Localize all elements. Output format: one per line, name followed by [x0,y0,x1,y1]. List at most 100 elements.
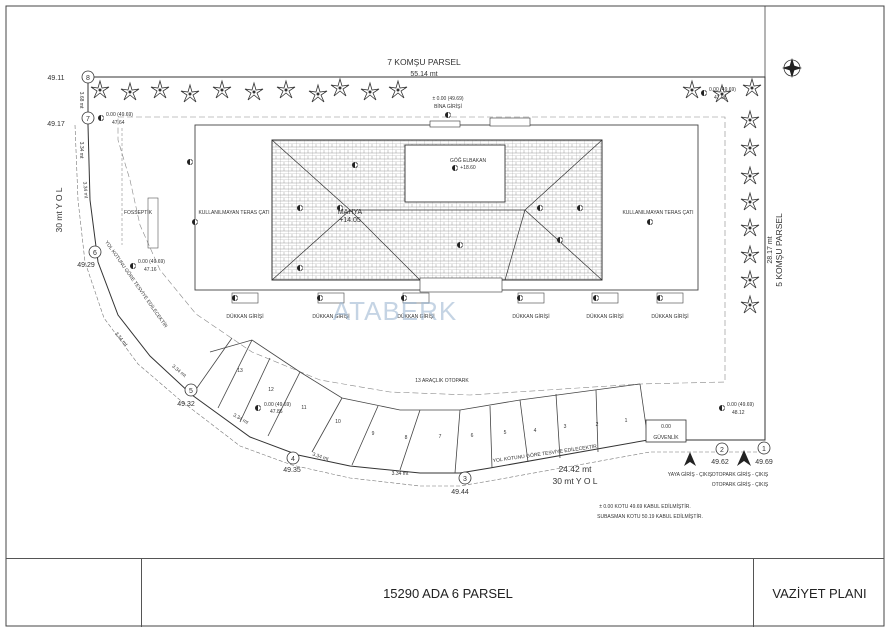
stall-7: 7 [439,434,442,440]
stall-13: 13 [237,368,243,374]
sheet-frame [5,5,885,627]
stall-4: 4 [534,428,537,434]
corner-markers [81,70,771,485]
car-entry-sublabel: OTOPARK GİRİŞ - ÇIKIŞ [712,481,769,488]
seg-43b: 3.34 mt [311,452,329,463]
shop-label-3: DÜKKAN GİRİŞİ [397,313,434,320]
corner-4: 4 [291,456,295,463]
north-arrow-icon [782,58,802,78]
shop-label-2: DÜKKAN GİRİŞİ [312,313,349,320]
note-line-1: ± 0.00 KOTU 49.69 KABUL EDİLMİŞTİR. [599,503,690,510]
level-nw: 0.00 (49.69) [106,112,133,118]
stall-6: 6 [471,433,474,439]
stall-5: 5 [504,430,507,436]
corner-6-elev: 49.29 [77,262,95,269]
seg-76b: 3.34 mt [81,181,88,199]
shop-label-5: DÜKKAN GİRİŞİ [586,313,623,320]
north-length: 55.14 mt [410,71,437,78]
level-sw-sub: 47.86 [270,409,283,415]
septic-label: FOSSEPTİK [124,209,153,216]
entrance-canopy [429,120,461,128]
central-void [404,144,506,203]
corner-1: 1 [762,446,766,453]
corner-8: 8 [86,75,90,82]
stall-12: 12 [268,387,274,393]
stall-9: 9 [372,431,375,437]
seg-65: 3.34 mt [113,331,129,348]
corner-2: 2 [720,447,724,454]
stall-1: 1 [625,418,628,424]
void-elev: +18.60 [460,165,476,171]
level-sw: 0.00 (49.69) [264,402,291,408]
south-length: 24.42 mt [558,464,592,474]
terrace-right-label: KULLANILMAYAN TERAS ÇATI [622,210,693,216]
terrace-left-label: KULLANILMAYAN TERAS ÇATI [198,210,269,216]
east-neighbor-label: 5 KOMŞU PARSEL [774,213,784,287]
car-entry-label: OTOPARK GİRİŞ - ÇIKIŞ [712,471,769,478]
level-w-sub: 47.16 [144,267,157,273]
watermark: ATABERK [333,296,458,326]
level-nw-sub: 47.64 [112,120,125,126]
level-ne-sub: 47.96 [714,95,727,101]
level-w: 0.00 (49.69) [138,259,165,265]
note-line-2: SUBASMAN KOTU 50.19 KABUL EDİLMİŞTİR. [597,513,703,520]
south-road-label: 30 mt Y O L [552,476,597,486]
west-road-note: YOL KOTUNU GÖRE TESVİYE EDİLECEKTİR [103,239,169,329]
sheet-title: VAZİYET PLANI [753,559,885,627]
title-block-logo-cell [6,559,141,627]
stall-2: 2 [596,422,599,428]
shop-label-1: DÜKKAN GİRİŞİ [226,313,263,320]
stall-8: 8 [405,435,408,441]
corner-8-elev: 49.11 [48,75,65,82]
pedestrian-label: YAYA GİRİŞ - ÇIKIŞ [668,471,713,478]
roof-elev: +14.05 [339,217,361,224]
level-se: 0.00 (49.69) [727,402,754,408]
septic-tank [147,197,159,249]
rear-steps [419,277,503,293]
entrance-elev: ± 0.00 (49.69) [432,96,463,102]
tree-row-east [740,110,760,314]
north-neighbor-label: 7 KOMŞU PARSEL [387,57,461,67]
corner-4-elev: 49.35 [283,467,301,474]
shop-label-6: DÜKKAN GİRİŞİ [651,313,688,320]
entrance-ramp [489,117,531,127]
corner-1-elev: 49.69 [755,459,773,466]
tree-row-north [90,78,762,103]
corner-5-elev: 49.32 [177,401,195,408]
west-road-label: 30 mt Y O L [54,187,64,232]
pedestrian-arrow [684,452,696,466]
parking-stalls [191,337,649,474]
stall-3: 3 [564,424,567,430]
project-title: 15290 ADA 6 PARSEL [141,559,754,627]
corner-3: 3 [463,476,467,483]
title-block: 15290 ADA 6 PARSEL VAZİYET PLANI [6,558,884,627]
east-length: 28.17 mt [767,236,774,263]
parking-note: 13 ARAÇLIK OTOPARK [415,378,469,384]
setback-line [117,116,726,396]
seg-76a: 3.34 mt [78,142,84,159]
west-road-edge [74,124,765,487]
shop-steps [231,292,684,304]
roof-label: MAHYA [338,209,363,216]
guard-elev: 0.00 [661,424,671,430]
car-entry-arrow [737,450,751,466]
entrance-label: BİNA GİRİŞİ [434,103,462,110]
stall-10: 10 [335,419,341,425]
corner-3-elev: 49.44 [451,489,469,496]
level-ne: 0.00 (49.69) [709,87,736,93]
shop-label-4: DÜKKAN GİRİŞİ [512,313,549,320]
corner-2-elev: 49.62 [711,459,729,466]
guard-booth [645,419,687,443]
corner-6: 6 [93,250,97,257]
south-road-note: YOL KOTUNU GÖRE TESVİYE EDİLECEKTİR [492,443,597,465]
level-se-sub: 48.12 [732,410,745,416]
guard-label: GÜVENLİK [653,434,679,441]
roof-ridges [271,139,603,281]
seg-43c: 3.34 mt [392,471,409,477]
seg-78: 3.68 mt [78,92,84,109]
seg-43a: 3.34 mt [232,412,250,426]
corner-5: 5 [189,388,193,395]
corner-7: 7 [86,116,90,123]
corner-7-elev: 49.17 [47,121,65,128]
